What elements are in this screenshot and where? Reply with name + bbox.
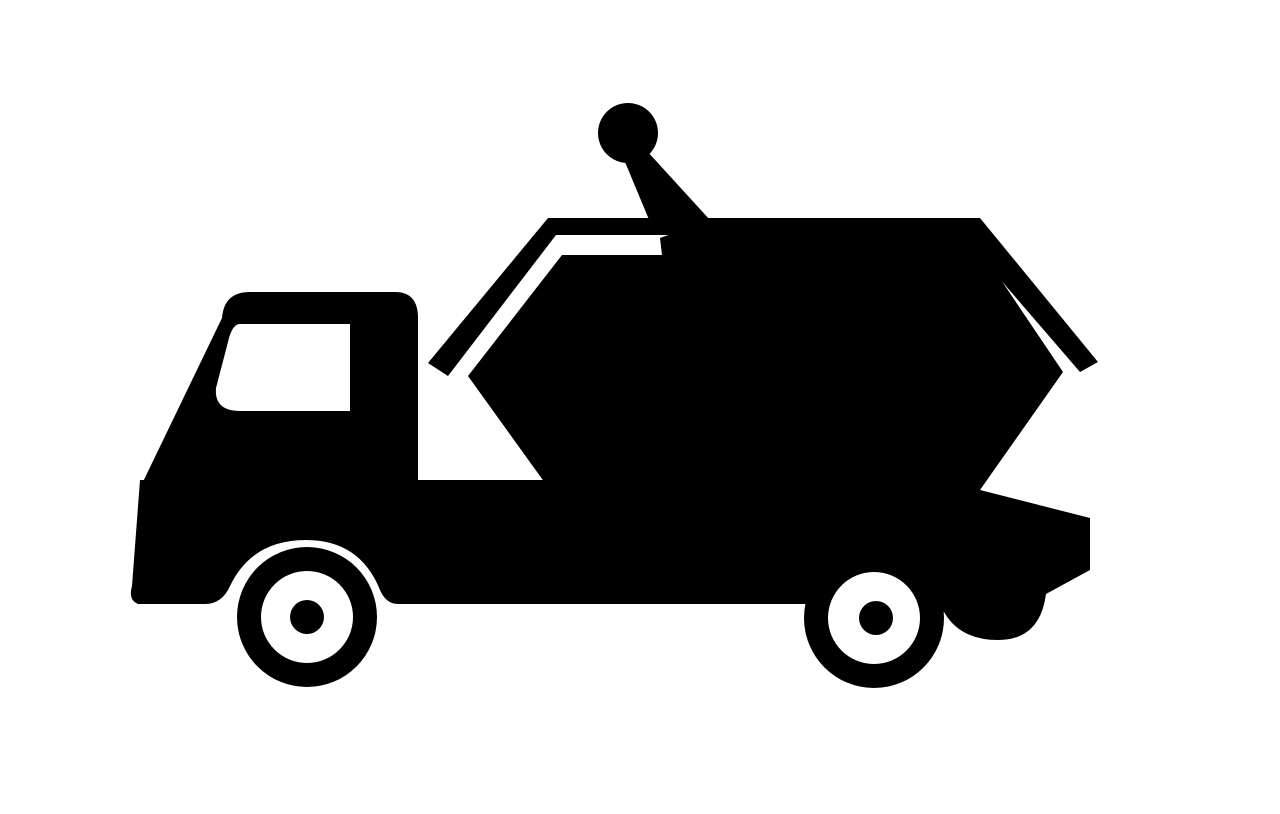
- skip-container: [428, 218, 1098, 490]
- cab-window: [215, 324, 350, 411]
- lifting-arm: [598, 103, 710, 222]
- front-wheel: [237, 547, 377, 687]
- rear-wheel: [804, 548, 944, 688]
- truck-cab: [140, 292, 418, 488]
